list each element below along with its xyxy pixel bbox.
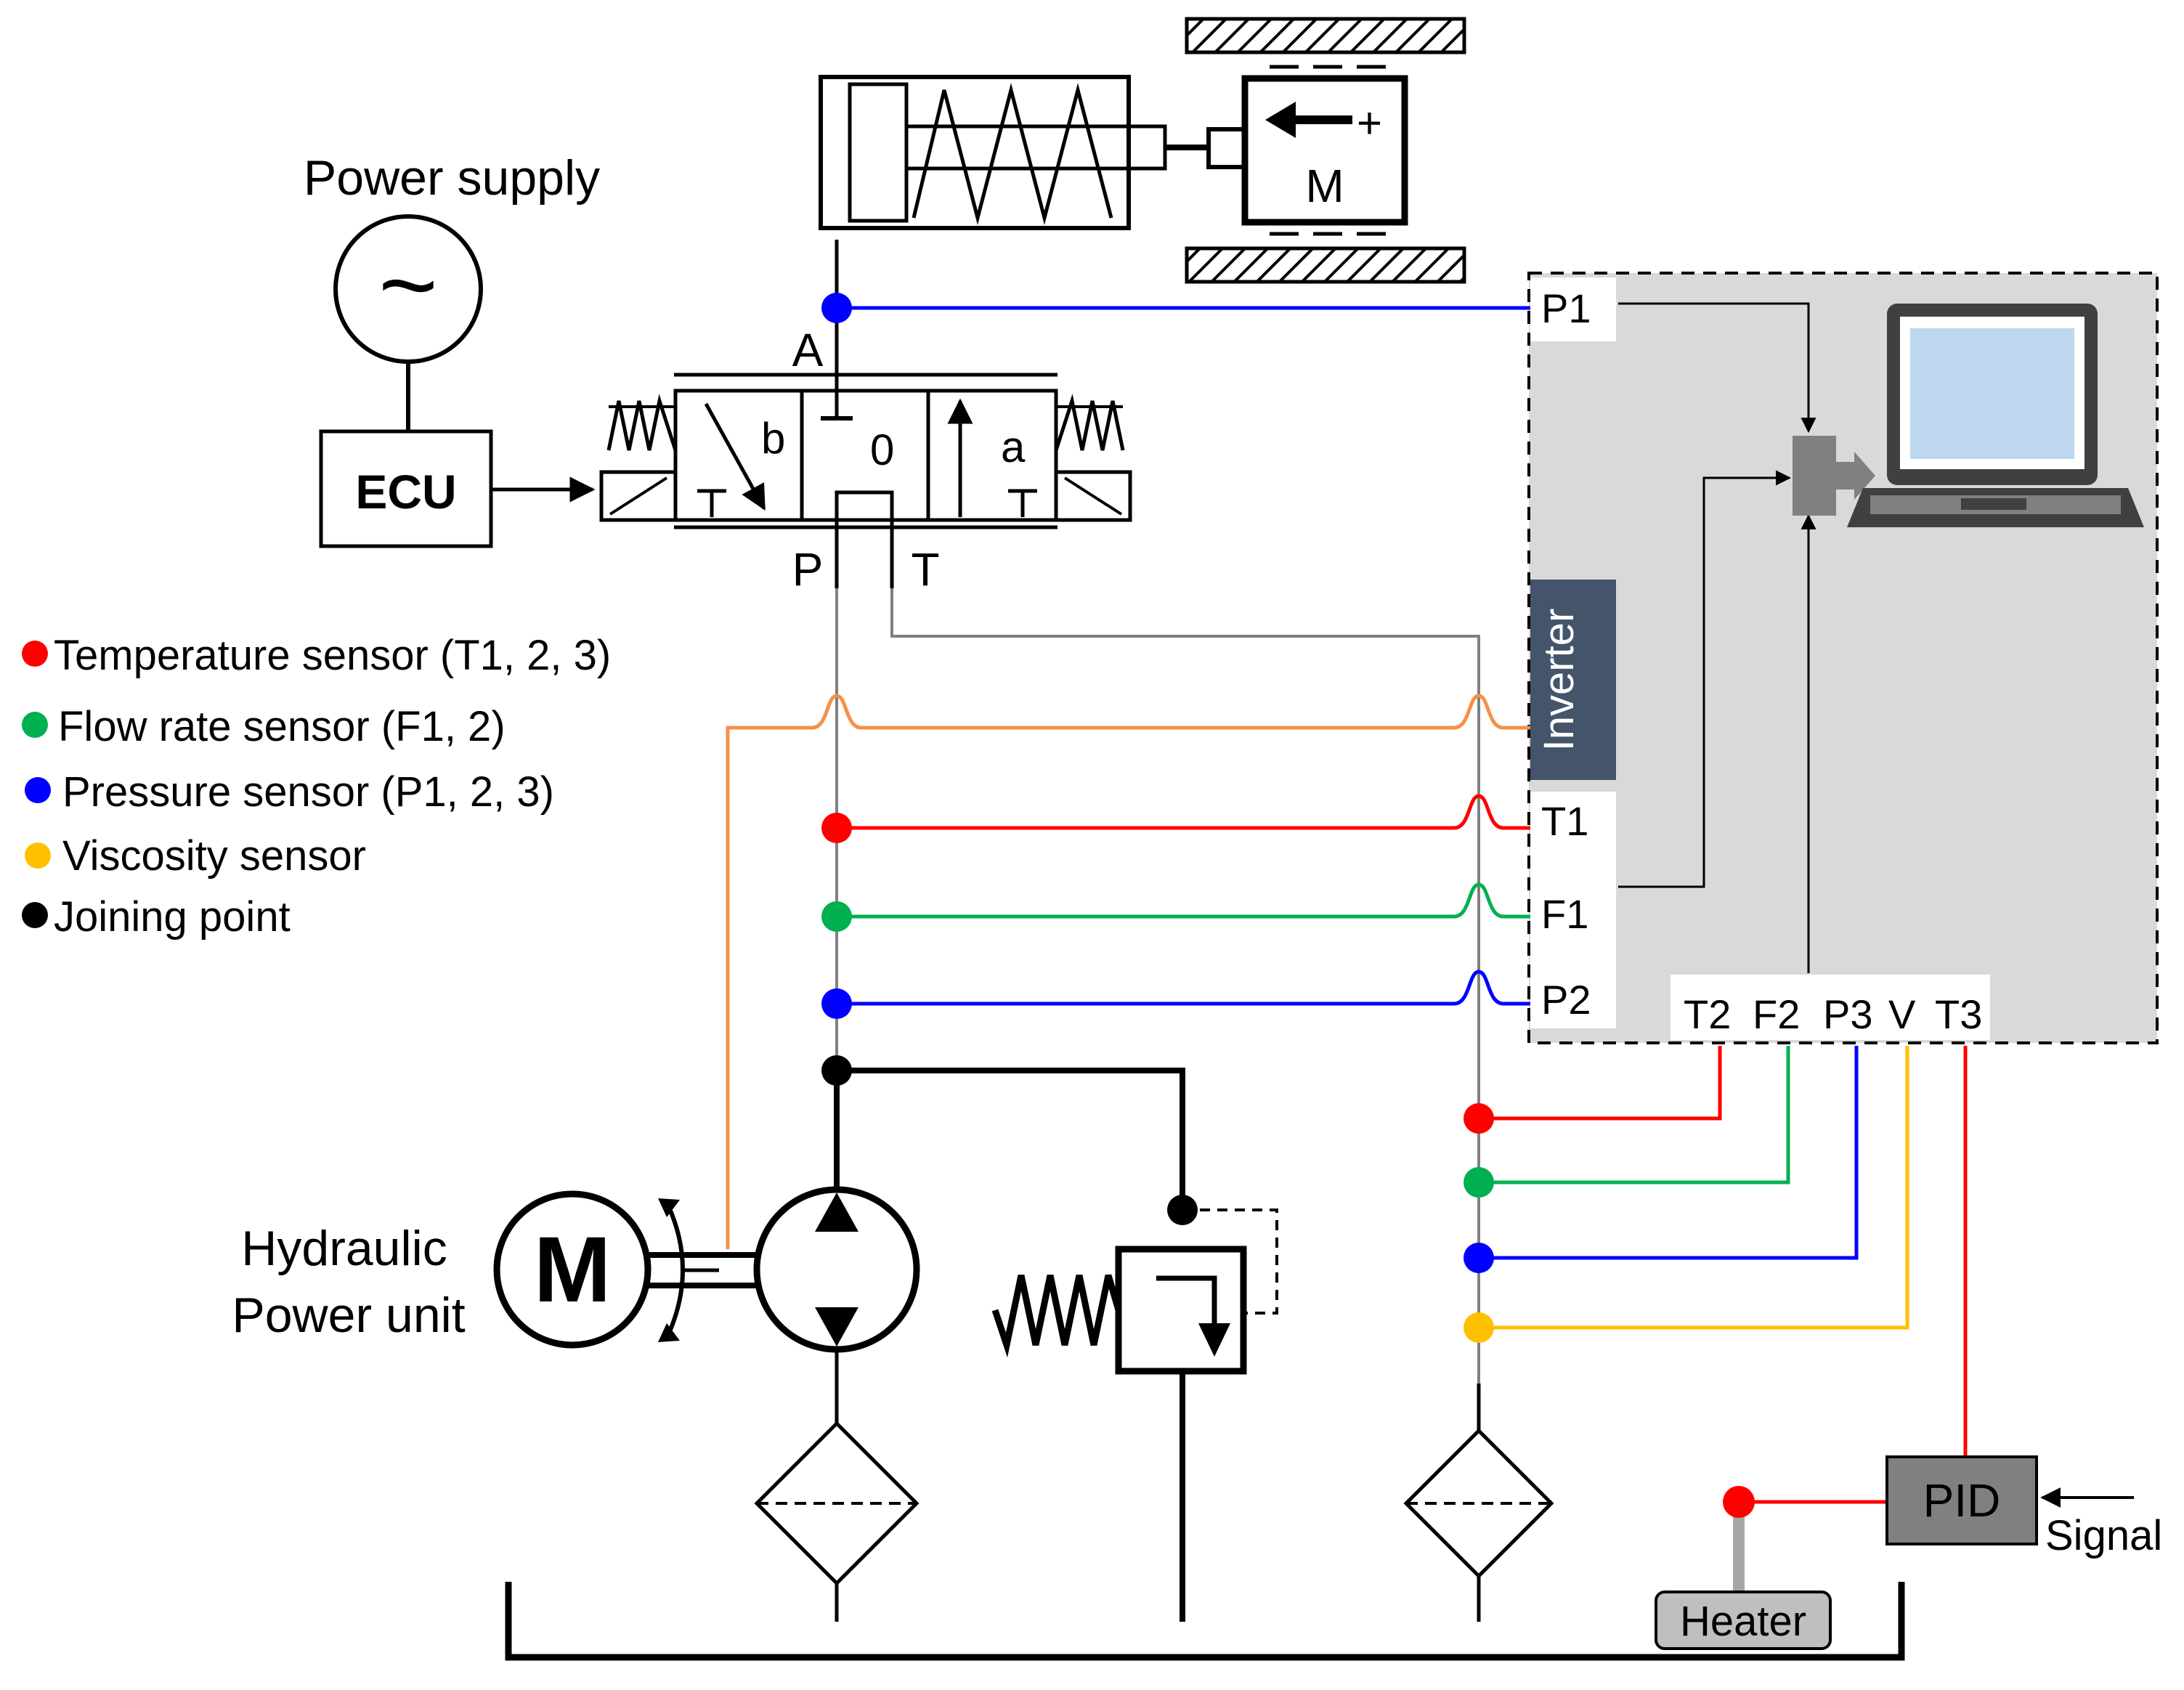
heater-label: Heater [1680, 1598, 1806, 1645]
valve-position-a: a [1001, 423, 1026, 471]
port-f2: F2 [1753, 991, 1800, 1037]
connector-icon [1793, 436, 1875, 516]
f1-signal-line [1618, 470, 1792, 888]
p3-wire [1479, 1046, 1859, 1260]
electric-motor-icon [493, 1190, 651, 1349]
rotation-arrow-icon [666, 1204, 685, 1336]
right-spring-icon [1054, 394, 1125, 451]
port-t1: T1 [1541, 798, 1588, 844]
joining-point-relief [1167, 1195, 1198, 1225]
v-wire [1479, 1046, 1909, 1330]
f1-wire [837, 882, 1530, 919]
actuator-mass-label: M [1305, 160, 1344, 212]
legend-item-pressure: Pressure sensor (P1, 2, 3) [62, 768, 554, 816]
p2-wire [837, 970, 1530, 1006]
return-filter [1403, 1428, 1554, 1579]
inverter-box [1530, 580, 1616, 780]
pilot-line [1200, 1208, 1278, 1315]
spring-icon [912, 83, 1113, 225]
legend-swatch-viscosity [25, 842, 51, 869]
port-f1: F1 [1541, 891, 1588, 937]
oil-tank [505, 1582, 1905, 1661]
port-p3: P3 [1823, 991, 1873, 1037]
legend: Temperature sensor (T1, 2, 3) Flow rate … [22, 632, 611, 941]
viscosity-sensor [1464, 1312, 1494, 1343]
actuator-plus-sign: + [1357, 99, 1382, 147]
pid-label: PID [1923, 1474, 2001, 1527]
motor-label: M [534, 1218, 612, 1322]
suction-filter [754, 1421, 920, 1586]
legend-swatch-flow [22, 712, 48, 738]
laptop-icon [1847, 304, 2144, 527]
port-t-label: T [911, 543, 939, 596]
valve-position-b: b [761, 414, 785, 463]
legend-item-flow: Flow rate sensor (F1, 2) [58, 703, 506, 750]
relief-valve [991, 1208, 1278, 1375]
temperature-sensor-t1 [821, 813, 852, 843]
flow-sensor-f2 [1464, 1167, 1494, 1198]
t2-wire [1479, 1046, 1722, 1121]
port-p-label: P [792, 543, 824, 596]
legend-item-viscosity: Viscosity sensor [62, 832, 366, 879]
hydraulic-pump-icon [753, 1186, 920, 1353]
temperature-sensor-t2 [1464, 1103, 1494, 1134]
legend-swatch-temperature [22, 641, 48, 667]
left-spring-icon [606, 394, 678, 451]
legend-item-temperature: Temperature sensor (T1, 2, 3) [54, 632, 611, 679]
port-t2: T2 [1684, 991, 1731, 1037]
pressure-sensor-p1 [821, 293, 852, 323]
ecu-label: ECU [355, 465, 456, 519]
flow-sensor-f1 [821, 901, 852, 932]
joining-point-pump [821, 1055, 852, 1086]
legend-swatch-pressure [25, 777, 51, 803]
load-mass: + M [1185, 17, 1466, 284]
signal-label: Signal [2045, 1512, 2162, 1559]
ecu-box [319, 429, 493, 548]
t1-wire [837, 794, 1530, 830]
port-p1: P1 [1541, 285, 1591, 331]
port-a-label: A [792, 324, 824, 376]
legend-item-joining: Joining point [54, 893, 291, 941]
hpu-label-line2: Power unit [232, 1288, 465, 1343]
valve-position-0: 0 [870, 426, 894, 474]
f2-wire [1479, 1046, 1790, 1185]
inverter-wire [726, 694, 1530, 1249]
relief-spring-icon [991, 1274, 1122, 1358]
inverter-label: Inverter [1535, 609, 1583, 752]
temperature-sensor-t3 [1723, 1486, 1755, 1518]
return-line [890, 588, 1480, 1423]
relief-branch-line [837, 1068, 1185, 1216]
pressure-sensor-p2 [821, 988, 852, 1019]
pressure-sensor-p3 [1464, 1243, 1494, 1273]
arrow-left-icon [1265, 102, 1296, 138]
pid-controller [1885, 1455, 2038, 1545]
power-supply-label: Power supply [304, 150, 600, 206]
legend-swatch-joining [22, 902, 48, 928]
directional-valve: b 0 a A P T [599, 324, 1132, 596]
daq-panel: Inverter P1 T1 F1 P2 T2 F2 P3 V T3 [1527, 272, 2159, 1044]
p1-signal-line [1618, 302, 1816, 434]
port-t3: T3 [1935, 991, 1982, 1037]
hydraulic-cylinder [819, 75, 1247, 230]
port-p2: P2 [1541, 977, 1591, 1023]
power-supply-symbol: ~ [378, 227, 438, 341]
port-v: V [1888, 991, 1916, 1037]
heater-box [1655, 1591, 1832, 1650]
hpu-label-line1: Hydraulic [241, 1221, 447, 1276]
